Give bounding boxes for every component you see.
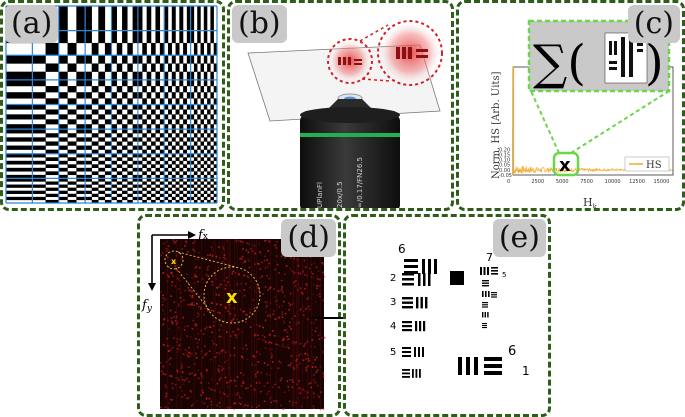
fx-label-main: f xyxy=(197,228,205,243)
fx-label-sub: x xyxy=(203,232,208,242)
element-number-5b: 5 xyxy=(390,347,396,358)
large-x-marker: x xyxy=(226,287,238,308)
x-tick-label: 7500 xyxy=(580,179,593,185)
panel-b-label: (b) xyxy=(232,5,287,43)
x-tick-label: 0 xyxy=(507,179,510,185)
fy-label-sub: y xyxy=(146,304,153,314)
x-axis-label-sub: k xyxy=(593,203,598,208)
x-marker-box xyxy=(552,151,580,177)
microscope-illustration: UPlanFl 20x/0.5 ∞/0.17/FN26.5 xyxy=(247,20,443,208)
usaf-target-miniature xyxy=(338,47,428,65)
objective-text-2: 20x/0.5 xyxy=(336,181,344,208)
panel-d-label: (d) xyxy=(281,219,336,257)
x-marker: x xyxy=(559,155,571,176)
legend-label: HS xyxy=(646,160,662,171)
panel-e: 6 7 2 5 3 4 5 6 1 xyxy=(343,214,551,417)
panel-e-label: (e) xyxy=(492,219,546,257)
y-tick-label: 0.15 xyxy=(499,152,510,158)
fourier-spectrum: fx fy x x xyxy=(141,228,326,411)
panel-c-label: (c) xyxy=(627,5,680,43)
panel-d: fx fy x x (d) xyxy=(137,214,341,417)
x-tick-label: 12500 xyxy=(629,179,645,185)
reconstructed-usaf-target: 6 7 2 5 3 4 5 6 1 xyxy=(390,242,530,378)
group-number-7: 7 xyxy=(486,251,493,264)
y-tick-label: 0.10 xyxy=(499,158,510,164)
y-tick-label: 0.00 xyxy=(499,168,510,174)
legend-box xyxy=(624,156,670,172)
fx-label: fx xyxy=(197,228,208,243)
small-x-marker: x xyxy=(171,257,177,266)
panel-a: (a) xyxy=(0,0,225,211)
small-zoom-circle xyxy=(164,250,184,270)
element-number-1: 1 xyxy=(522,364,530,378)
panel-a-label: (a) xyxy=(5,5,59,43)
y-axis-label: Norm. HS [Arb. Uits] xyxy=(491,71,502,179)
x-tick-label: 10000 xyxy=(605,179,621,185)
x-tick-label: 5000 xyxy=(556,179,569,185)
panel-b: UPlanFl 20x/0.5 ∞/0.17/FN26.5 (b) xyxy=(227,0,454,211)
target-bars xyxy=(402,259,502,378)
y-tick-label: -0.05 xyxy=(499,173,512,179)
group-number-6: 6 xyxy=(398,242,406,256)
sum-symbol: ∑( xyxy=(533,35,586,91)
x-tick-label: 2500 xyxy=(531,179,544,185)
large-zoom-circle xyxy=(203,266,261,324)
sum-close: ) xyxy=(645,35,664,91)
fy-label-main: f xyxy=(141,298,149,313)
pattern-cells xyxy=(5,5,218,204)
x-tick-label: 15000 xyxy=(653,179,669,185)
group-number-6b: 6 xyxy=(508,344,516,359)
x-axis-label-main: H xyxy=(583,196,593,208)
hadamard-pattern-grid xyxy=(5,5,218,204)
objective-text-3: ∞/0.17/FN26.5 xyxy=(356,157,364,208)
x-axis-label: Hk xyxy=(583,196,598,208)
objective-green-ring xyxy=(300,133,400,137)
element-number-5: 5 xyxy=(502,271,506,279)
y-tick-label: 0.05 xyxy=(499,163,510,169)
element-number-4: 4 xyxy=(390,321,396,332)
element-number-2: 2 xyxy=(390,273,396,284)
objective-text-1: UPlanFl xyxy=(316,182,324,208)
y-tick-label: 0.20 xyxy=(499,147,510,153)
fy-label: fy xyxy=(141,298,153,314)
element-number-3: 3 xyxy=(390,297,396,308)
objective-body xyxy=(300,115,400,208)
